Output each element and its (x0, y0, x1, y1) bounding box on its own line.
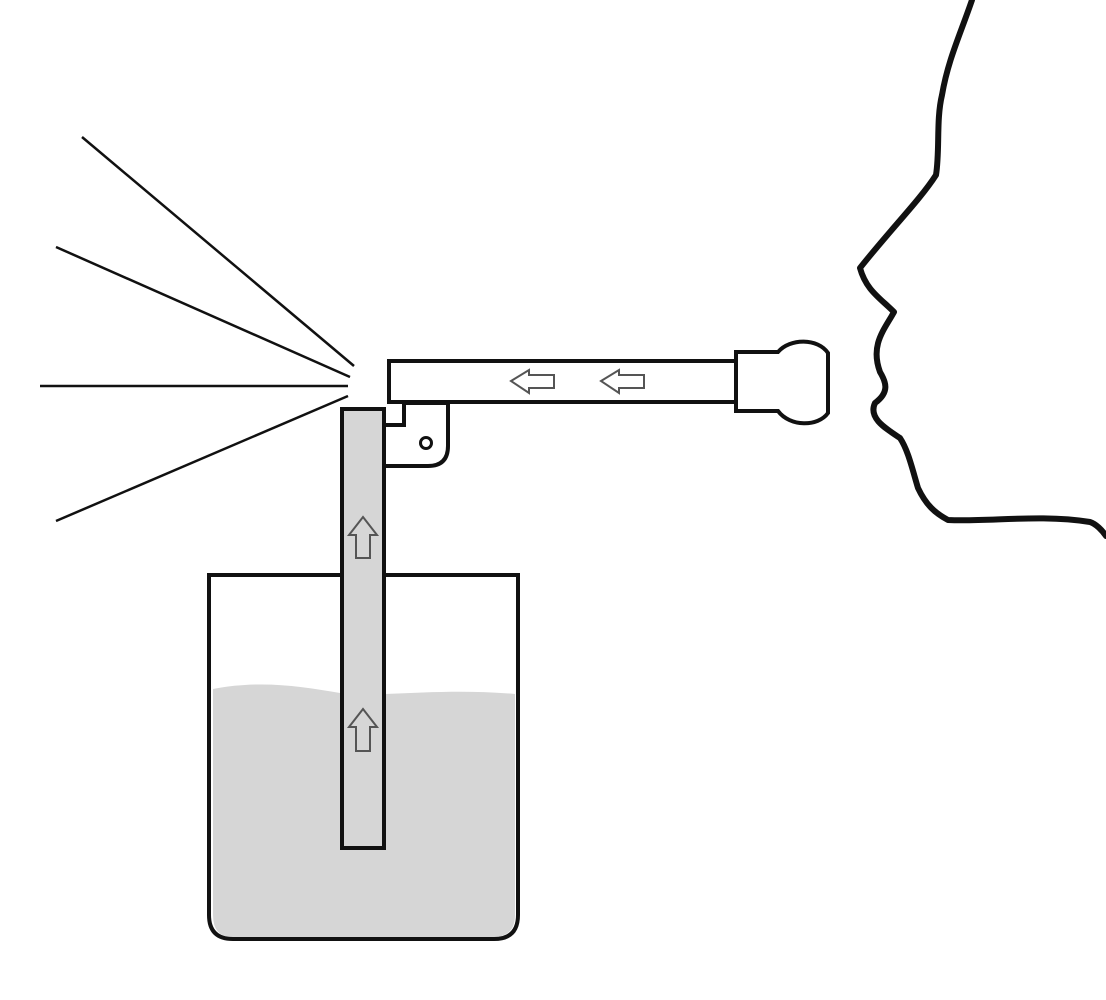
arrow-up-icon (346, 707, 380, 752)
face-outline (857, 0, 1106, 539)
spray-line (55, 394, 349, 523)
spray-lines (40, 136, 355, 523)
spray-line (55, 245, 351, 379)
hinge (385, 401, 450, 468)
blow-tube-body (387, 359, 739, 404)
suction-tube-body (340, 407, 386, 850)
mouthpiece-icon (734, 339, 830, 426)
hinge-bracket (385, 401, 450, 468)
arrow-left-icon (599, 368, 645, 395)
mouthpiece-outline (734, 339, 830, 426)
face-profile-icon (857, 0, 1106, 539)
spray-line (81, 136, 355, 367)
blow-tube (387, 359, 739, 404)
arrow-up-icon (346, 515, 380, 559)
container-outline (207, 573, 520, 941)
suction-tube (340, 407, 386, 850)
arrow-left-icon (509, 368, 555, 395)
pivot-icon (419, 436, 433, 450)
